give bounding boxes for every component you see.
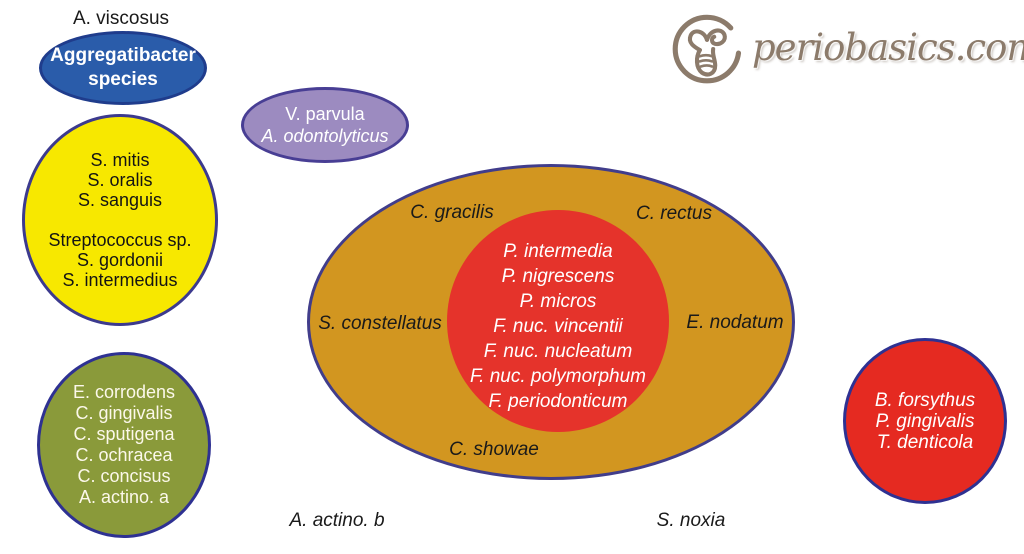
label-a-actino-b: A. actino. b [289,510,385,531]
label-c-showae: C. showae [449,439,539,460]
label-s-noxia: S. noxia [656,510,726,531]
label-c-rectus: C. rectus [635,203,713,224]
tooth-icon [666,6,748,88]
logo-text: periobasics.com [752,25,1024,69]
label-e-nodatum: E. nodatum [686,312,784,333]
label-s-constellatus: S. constellatus [318,313,442,334]
label-c-gracilis: C. gracilis [410,202,494,223]
periobasics-logo: periobasics.com [666,6,1024,88]
label-a-viscosus: A. viscosus [72,8,170,29]
